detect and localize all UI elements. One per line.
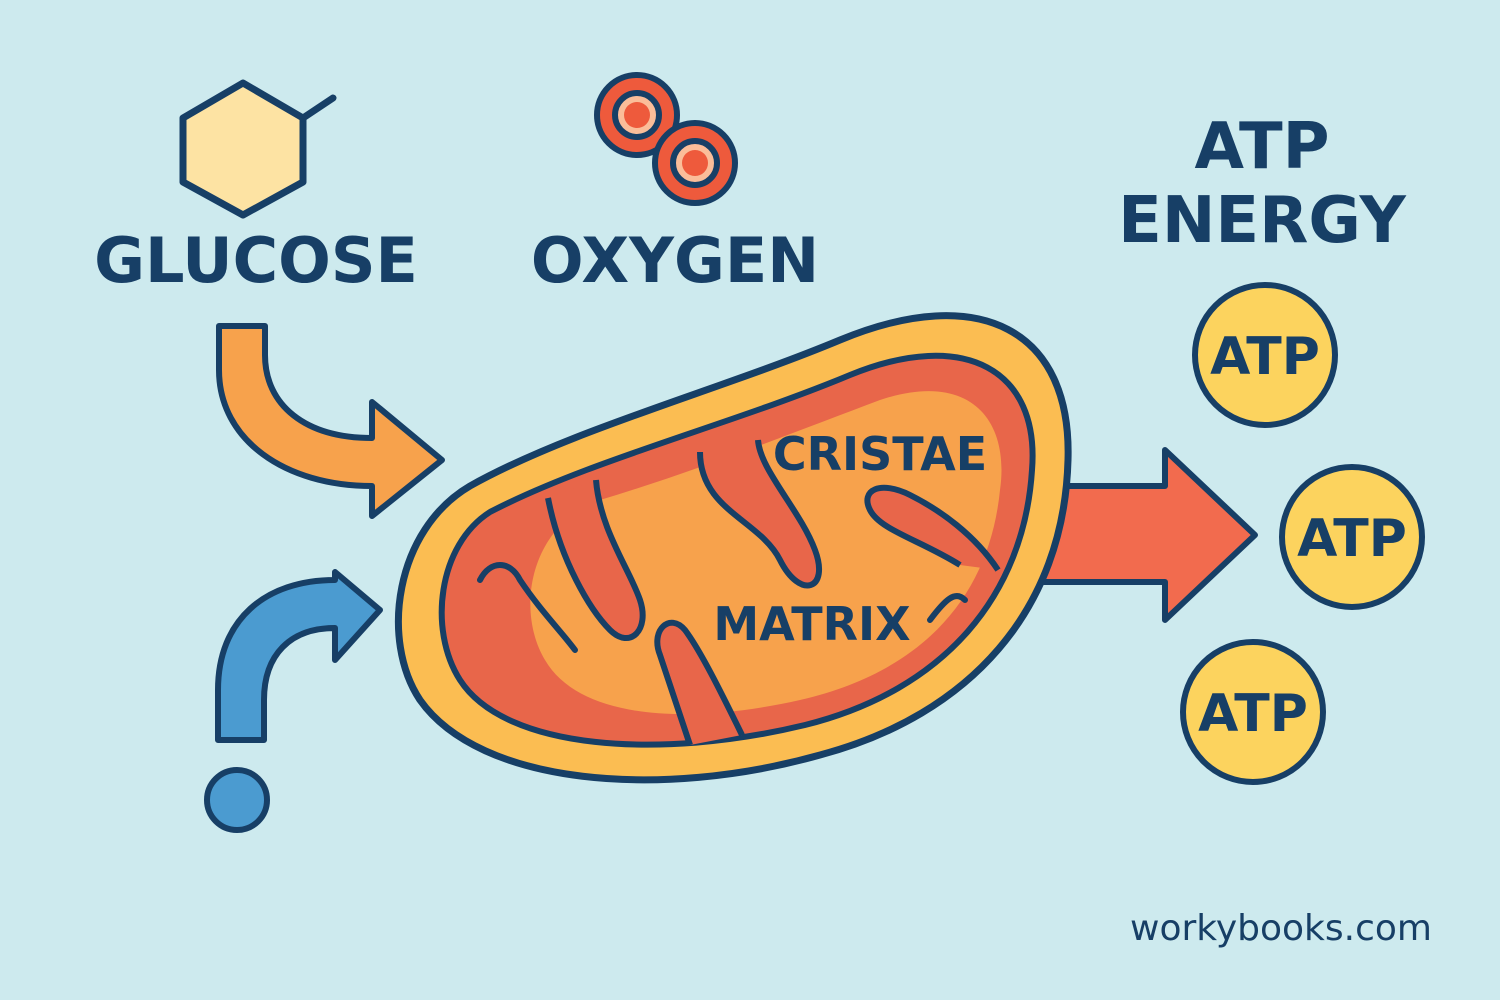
matrix-region: [530, 391, 1002, 715]
atp-energy-label-line2: ENERGY: [1118, 184, 1406, 258]
oxygen-input-arrow-icon: [204, 569, 383, 833]
crista-fold: [864, 484, 1001, 572]
atp-badge: ATP: [1192, 282, 1338, 428]
blue-dot-icon: [204, 767, 270, 833]
glucose-input-arrow-icon: [216, 323, 445, 519]
cristae-label: CRISTAE: [773, 427, 987, 481]
atp-energy-label-line1: ATP: [1194, 110, 1329, 184]
site-watermark: workybooks.com: [1130, 908, 1432, 949]
matrix-label: MATRIX: [713, 597, 910, 651]
atp-badge-label: ATP: [1297, 509, 1407, 569]
crista-fold: [697, 439, 823, 589]
crista-fold: [927, 593, 968, 623]
glucose-hexagon-icon: [179, 79, 337, 219]
atp-badge-label: ATP: [1198, 684, 1308, 744]
atp-output-arrow-icon: [1037, 447, 1258, 623]
oxygen-molecule-icon: [594, 72, 738, 206]
crista-fold: [545, 479, 646, 641]
crista-fold: [477, 562, 578, 653]
atp-badge: ATP: [1180, 639, 1326, 785]
crista-fold: [654, 619, 745, 746]
glucose-label: GLUCOSE: [94, 224, 418, 297]
oxygen-label: OXYGEN: [531, 224, 819, 297]
mitochondrion: CRISTAE MATRIX: [394, 312, 1072, 784]
atp-badge-label: ATP: [1210, 327, 1320, 387]
atp-badge: ATP: [1279, 464, 1425, 610]
